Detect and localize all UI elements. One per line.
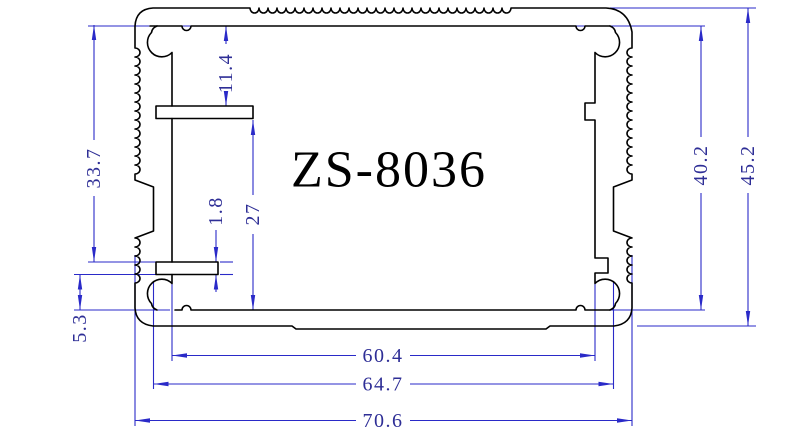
inner-top-edge: [149, 25, 611, 32]
drawing-title: ZS-8036: [291, 142, 487, 199]
pcb-rail-upper: [155, 105, 254, 120]
arrowhead-icon: [745, 311, 751, 326]
screw-boss-bottom-left: [146, 273, 173, 311]
right-inner-wall: [584, 25, 621, 311]
dimension-labels: 33.7 11.4 27 1.8 5.3 40.2 45.2 60.4 64.7…: [69, 53, 759, 432]
dimension-label-70-6: 70.6: [363, 410, 404, 432]
dimension-arrows: [77, 8, 751, 423]
dimension-label-11-4: 11.4: [215, 53, 237, 93]
arrowhead-icon: [745, 8, 751, 23]
arrowhead-icon: [77, 295, 83, 310]
arrowhead-icon: [213, 247, 219, 262]
dimension-label-5-3: 5.3: [69, 313, 91, 343]
inner-bottom-edge: [174, 304, 611, 311]
arrowhead-icon: [580, 353, 595, 358]
arrowhead-icon: [153, 381, 169, 387]
arrowhead-icon: [250, 295, 256, 310]
extension-lines: [74, 7, 756, 426]
dimension-label-27: 27: [242, 203, 264, 226]
arrowhead-icon: [91, 25, 97, 40]
arrowhead-icon: [698, 295, 704, 310]
dimension-label-45-2: 45.2: [737, 145, 759, 186]
profile-outline: [134, 7, 633, 330]
arrowhead-icon: [598, 381, 614, 387]
screw-boss-top-left: [146, 25, 173, 107]
dimension-label-1-8: 1.8: [205, 196, 227, 226]
arrowhead-icon: [91, 247, 97, 262]
profile-layer: [134, 7, 633, 330]
arrowhead-icon: [135, 418, 150, 423]
arrowhead-icon: [617, 418, 632, 423]
arrowhead-icon: [223, 91, 229, 106]
arrowhead-icon: [77, 274, 83, 290]
dimension-label-64-7: 64.7: [363, 374, 404, 396]
pcb-rail-lower: [155, 261, 219, 276]
arrowhead-icon: [698, 26, 704, 41]
arrowhead-icon: [213, 274, 219, 290]
arrowhead-icon: [172, 353, 187, 358]
dimension-layer: 33.7 11.4 27 1.8 5.3 40.2 45.2 60.4 64.7…: [69, 7, 759, 432]
arrowhead-icon: [250, 120, 256, 135]
dimension-label-40-2: 40.2: [690, 145, 712, 186]
arrowhead-icon: [223, 26, 229, 41]
dimension-label-33-7: 33.7: [83, 148, 105, 189]
dimension-lines: [79, 8, 749, 422]
dimension-label-60-4: 60.4: [363, 345, 404, 367]
